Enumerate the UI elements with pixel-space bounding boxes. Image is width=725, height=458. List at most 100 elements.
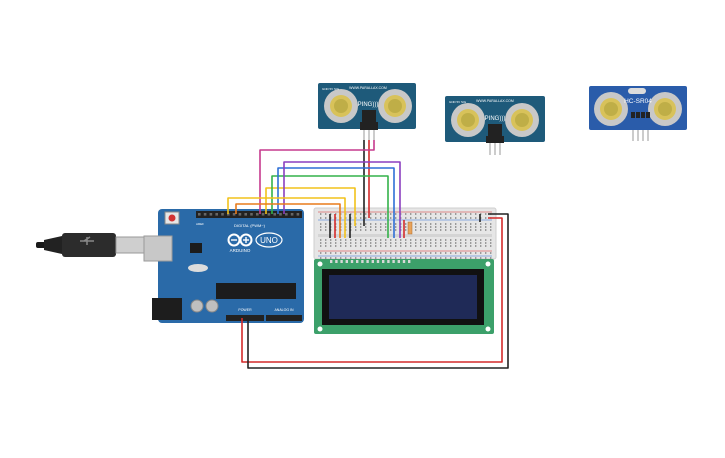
breadboard-hole bbox=[475, 252, 477, 254]
breadboard-hole bbox=[450, 242, 452, 244]
breadboard-hole bbox=[485, 223, 487, 225]
breadboard-center-channel bbox=[318, 234, 492, 237]
breadboard-hole bbox=[340, 242, 342, 244]
header-pin[interactable] bbox=[290, 213, 294, 216]
breadboard-hole bbox=[380, 242, 382, 244]
header-pin[interactable] bbox=[232, 213, 236, 216]
breadboard-hole bbox=[485, 239, 487, 241]
potentiometer-resistor[interactable] bbox=[407, 221, 413, 235]
logo-label: ARDUINO bbox=[230, 248, 251, 253]
breadboard-hole bbox=[365, 229, 367, 231]
breadboard-hole bbox=[415, 217, 417, 219]
breadboard-hole bbox=[470, 217, 472, 219]
breadboard-hole bbox=[440, 252, 442, 254]
wire-gnd[interactable] bbox=[247, 213, 509, 369]
breadboard-hole bbox=[490, 257, 492, 259]
breadboard-hole bbox=[410, 252, 412, 254]
breadboard-hole bbox=[360, 226, 362, 228]
wire-lcd-d6[interactable] bbox=[271, 175, 389, 238]
breadboard-hole bbox=[415, 252, 417, 254]
breadboard-hole bbox=[335, 252, 337, 254]
lcd-pin bbox=[382, 260, 385, 263]
breadboard-hole bbox=[485, 226, 487, 228]
header-pin[interactable] bbox=[273, 213, 276, 216]
breadboard-hole bbox=[365, 257, 367, 259]
hc-sr04-sensor[interactable]: HC-SR04 bbox=[589, 86, 687, 141]
sensor-mesh-inner bbox=[334, 99, 348, 113]
breadboard-hole bbox=[385, 242, 387, 244]
breadboard-hole bbox=[405, 213, 407, 215]
wire-lcd-d7[interactable] bbox=[265, 187, 356, 226]
breadboard-hole bbox=[395, 242, 397, 244]
breadboard-hole bbox=[430, 257, 432, 259]
breadboard-hole bbox=[425, 245, 427, 247]
breadboard-hole bbox=[320, 229, 322, 231]
header-pin[interactable] bbox=[285, 213, 288, 216]
header-pin[interactable] bbox=[221, 213, 224, 216]
breadboard-hole bbox=[320, 245, 322, 247]
breadboard-hole bbox=[380, 245, 382, 247]
breadboard-hole bbox=[400, 252, 402, 254]
breadboard-hole bbox=[465, 257, 467, 259]
breadboard-hole bbox=[380, 239, 382, 241]
sensor-url: WWW.PARALLAX.COM bbox=[349, 86, 387, 90]
breadboard-hole bbox=[360, 245, 362, 247]
breadboard-hole bbox=[465, 252, 467, 254]
header-pin[interactable] bbox=[261, 213, 265, 216]
breadboard-hole bbox=[490, 229, 492, 231]
header-pin[interactable] bbox=[296, 213, 300, 216]
ping-sensor-2[interactable]: WWW.PARALLAX.COM GND 5V SIG PING))) bbox=[445, 96, 545, 155]
breadboard-hole bbox=[345, 245, 347, 247]
lcd-pin bbox=[350, 260, 354, 263]
header-pin[interactable] bbox=[227, 213, 230, 216]
header-pin[interactable] bbox=[256, 213, 259, 216]
wire-5v[interactable] bbox=[241, 217, 503, 363]
breadboard-hole bbox=[355, 226, 357, 228]
usb-cable[interactable] bbox=[36, 233, 145, 257]
header-pin[interactable] bbox=[198, 213, 201, 216]
breadboard-hole bbox=[375, 213, 377, 215]
header-pin[interactable] bbox=[279, 213, 282, 216]
wire-lcd-rs[interactable] bbox=[235, 203, 341, 238]
sensor-pin-label bbox=[646, 112, 650, 118]
breadboard-hole bbox=[435, 217, 437, 219]
sensor-url: WWW.PARALLAX.COM bbox=[476, 99, 514, 103]
header-pin[interactable] bbox=[244, 213, 247, 216]
breadboard-hole bbox=[490, 245, 492, 247]
header-pin[interactable] bbox=[215, 213, 218, 216]
breadboard[interactable] bbox=[313, 207, 497, 260]
arduino-uno-board[interactable]: DIGITAL (PWM~) AREF UNO ARDUINO POWER AN… bbox=[143, 209, 304, 323]
header-pin[interactable] bbox=[250, 213, 253, 216]
header-pin[interactable] bbox=[267, 213, 271, 216]
breadboard-hole bbox=[455, 229, 457, 231]
breadboard-hole bbox=[370, 217, 372, 219]
breadboard-hole bbox=[355, 252, 357, 254]
breadboard-hole bbox=[320, 213, 322, 215]
breadboard-hole bbox=[365, 213, 367, 215]
breadboard-hole bbox=[335, 242, 337, 244]
wire-lcd-d4[interactable] bbox=[283, 161, 401, 238]
header-pin[interactable] bbox=[209, 213, 213, 216]
breadboard-hole bbox=[480, 226, 482, 228]
lcd-16x2[interactable] bbox=[314, 259, 494, 334]
breadboard-hole bbox=[445, 245, 447, 247]
breadboard-hole bbox=[390, 226, 392, 228]
header-pin[interactable] bbox=[238, 213, 242, 216]
breadboard-hole bbox=[320, 239, 322, 241]
wire-lcd-en[interactable] bbox=[227, 197, 346, 238]
breadboard-hole bbox=[380, 229, 382, 231]
header-pin[interactable] bbox=[203, 213, 207, 216]
breadboard-hole bbox=[370, 242, 372, 244]
sensor-mesh-inner bbox=[658, 102, 672, 116]
breadboard-hole bbox=[445, 213, 447, 215]
wire-lcd-d5[interactable] bbox=[277, 167, 395, 238]
wire-sensor1-sig[interactable] bbox=[259, 140, 375, 214]
ping-sensor-1[interactable]: WWW.PARALLAX.COM GND 5V SIG PING))) bbox=[318, 83, 416, 140]
breadboard-hole bbox=[415, 242, 417, 244]
uno-badge bbox=[255, 232, 283, 248]
breadboard-hole bbox=[485, 252, 487, 254]
breadboard-hole bbox=[370, 213, 372, 215]
breadboard-hole bbox=[435, 252, 437, 254]
breadboard-hole bbox=[480, 239, 482, 241]
